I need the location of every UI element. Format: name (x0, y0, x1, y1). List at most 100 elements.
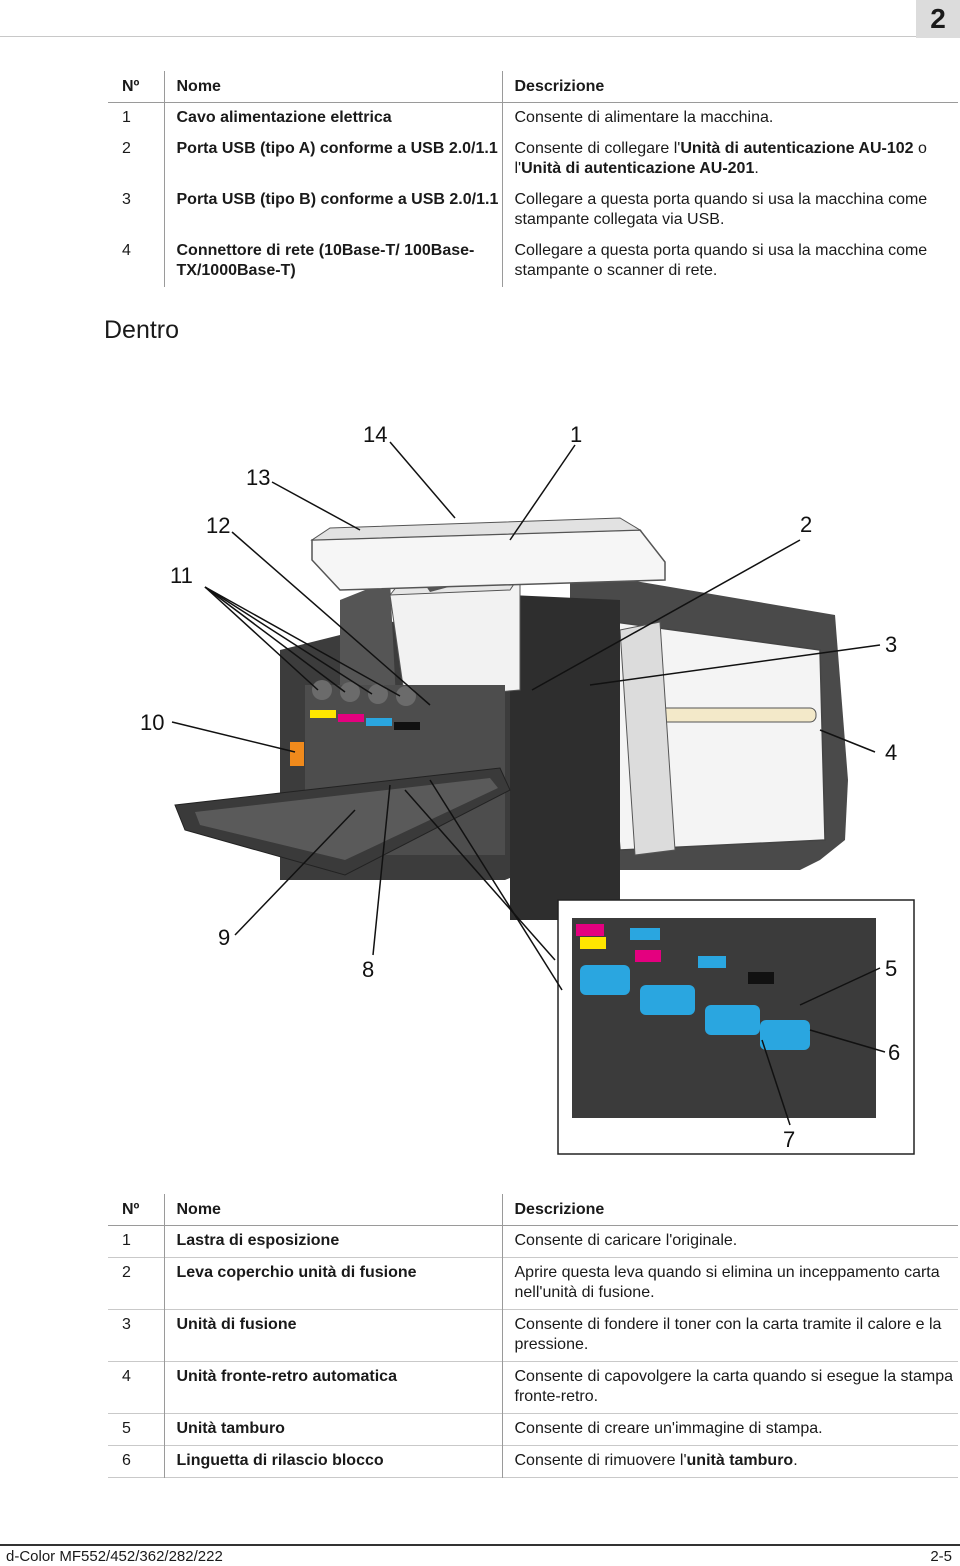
callout-14: 14 (363, 422, 387, 447)
row-name: Connettore di rete (10Base-T/ 100Base-TX… (163, 236, 502, 287)
row-number: 3 (122, 1316, 131, 1333)
black-label (394, 722, 420, 730)
row-number: 1 (122, 109, 131, 126)
exposure-glass (311, 529, 666, 591)
row-name: Unità di fusione (163, 1309, 502, 1362)
printer-interior-illustration: 1 2 3 4 5 6 7 8 9 10 11 12 13 14 (100, 400, 920, 1165)
footer-rule (0, 1544, 960, 1546)
callout-3: 3 (885, 632, 897, 657)
center-column (510, 595, 620, 920)
callout-8: 8 (362, 957, 374, 982)
emphasis: Unità di autenticazione AU-201 (521, 160, 755, 177)
callout-1: 1 (570, 422, 582, 447)
row-description: Consente di rimuovere l'unità tamburo. (501, 1445, 958, 1478)
fusing-unit (619, 621, 676, 856)
callout-6: 6 (888, 1040, 900, 1065)
row-name: Unità tamburo (163, 1413, 502, 1446)
header-no: Nº (122, 78, 140, 95)
emphasis: Unità di autenticazione AU-102 (680, 140, 914, 157)
toner-cartridge (368, 684, 388, 704)
section-heading: Dentro (104, 316, 180, 344)
row-number: 2 (122, 140, 131, 157)
row-name: Unità fronte-retro automatica (163, 1361, 502, 1414)
callout-labels: 1 2 3 4 5 6 7 8 9 10 11 12 13 14 (140, 422, 900, 1152)
header-desc: Descrizione (501, 1194, 958, 1226)
header-rule (0, 36, 916, 37)
header-no: Nº (122, 1201, 140, 1218)
drum-handle (580, 965, 630, 995)
fusing-roller (647, 707, 817, 723)
ports-table: Nº Nome Descrizione 1 Cavo alimentazione … (108, 71, 958, 287)
row-name: Cavo alimentazione elettrica (163, 102, 502, 134)
yellow-label (310, 710, 336, 718)
toner-cartridge (312, 680, 332, 700)
emphasis: unità tamburo (686, 1452, 794, 1469)
row-description: Consente di caricare l'originale. (501, 1225, 958, 1258)
row-description: Collegare a questa porta quando si usa l… (501, 185, 958, 236)
magenta-strip (576, 924, 604, 936)
callout-11: 11 (170, 563, 193, 588)
table-row: 4 Connettore di rete (10Base-T/ 100Base-T… (108, 236, 958, 287)
row-description: Consente di creare un'immagine di stampa… (501, 1413, 958, 1446)
row-number: 5 (122, 1420, 131, 1437)
cyan-strip (698, 956, 726, 968)
table-row: 3 Porta USB (tipo B) conforme a USB 2.0/1… (108, 185, 958, 236)
magenta-label (338, 714, 364, 722)
toner-cartridge (340, 682, 360, 702)
row-description: Consente di collegare l'Unità di autenti… (501, 134, 958, 185)
callout-5: 5 (885, 956, 897, 981)
drum-handle (760, 1020, 810, 1050)
row-number: 4 (122, 1368, 131, 1385)
footer-page-number: 2-5 (930, 1548, 952, 1565)
header-name: Nome (163, 71, 502, 103)
row-description: Aprire questa leva quando si elimina un … (501, 1257, 958, 1310)
callout-10: 10 (140, 710, 164, 735)
waste-toner-box (290, 742, 304, 766)
row-description: Collegare a questa porta quando si usa l… (501, 236, 958, 287)
row-description: Consente di alimentare la macchina. (501, 102, 958, 134)
magenta-strip (635, 950, 661, 962)
drum-handle (640, 985, 695, 1015)
row-number: 6 (122, 1452, 131, 1469)
footer-model: d-Color MF552/452/362/282/222 (6, 1548, 223, 1565)
row-name: Leva coperchio unità di fusione (163, 1257, 502, 1310)
row-description: Consente di capovolgere la carta quando … (501, 1361, 958, 1414)
drum-handle (705, 1005, 760, 1035)
row-number: 2 (122, 1264, 131, 1281)
header-name: Nome (163, 1194, 502, 1226)
callout-13: 13 (246, 465, 270, 490)
callout-4: 4 (885, 740, 897, 765)
header-desc: Descrizione (501, 71, 958, 103)
toner-cartridge (396, 686, 416, 706)
leader-lines (171, 441, 886, 1126)
cyan-label (366, 718, 392, 726)
row-description: Consente di fondere il toner con la cart… (501, 1309, 958, 1362)
row-number: 3 (122, 191, 131, 208)
black-strip (748, 972, 774, 984)
row-number: 4 (122, 242, 131, 259)
table-row: 2 Porta USB (tipo A) conforme a USB 2.0/1… (108, 134, 958, 185)
row-number: 1 (122, 1232, 131, 1249)
callout-7: 7 (783, 1127, 795, 1152)
chapter-tab: 2 (916, 0, 960, 38)
row-name: Porta USB (tipo B) conforme a USB 2.0/1.… (163, 185, 502, 236)
row-name: Porta USB (tipo A) conforme a USB 2.0/1.… (163, 134, 502, 185)
callout-12: 12 (206, 513, 230, 538)
callout-2: 2 (800, 512, 812, 537)
yellow-strip (580, 937, 606, 949)
row-name: Linguetta di rilascio blocco (163, 1445, 502, 1478)
table-header-row: Nº Nome Descrizione (108, 1194, 958, 1226)
printer-interior-svg: 1 2 3 4 5 6 7 8 9 10 11 12 13 14 (140, 422, 915, 1155)
callout-9: 9 (218, 925, 230, 950)
cyan-strip (630, 928, 660, 940)
